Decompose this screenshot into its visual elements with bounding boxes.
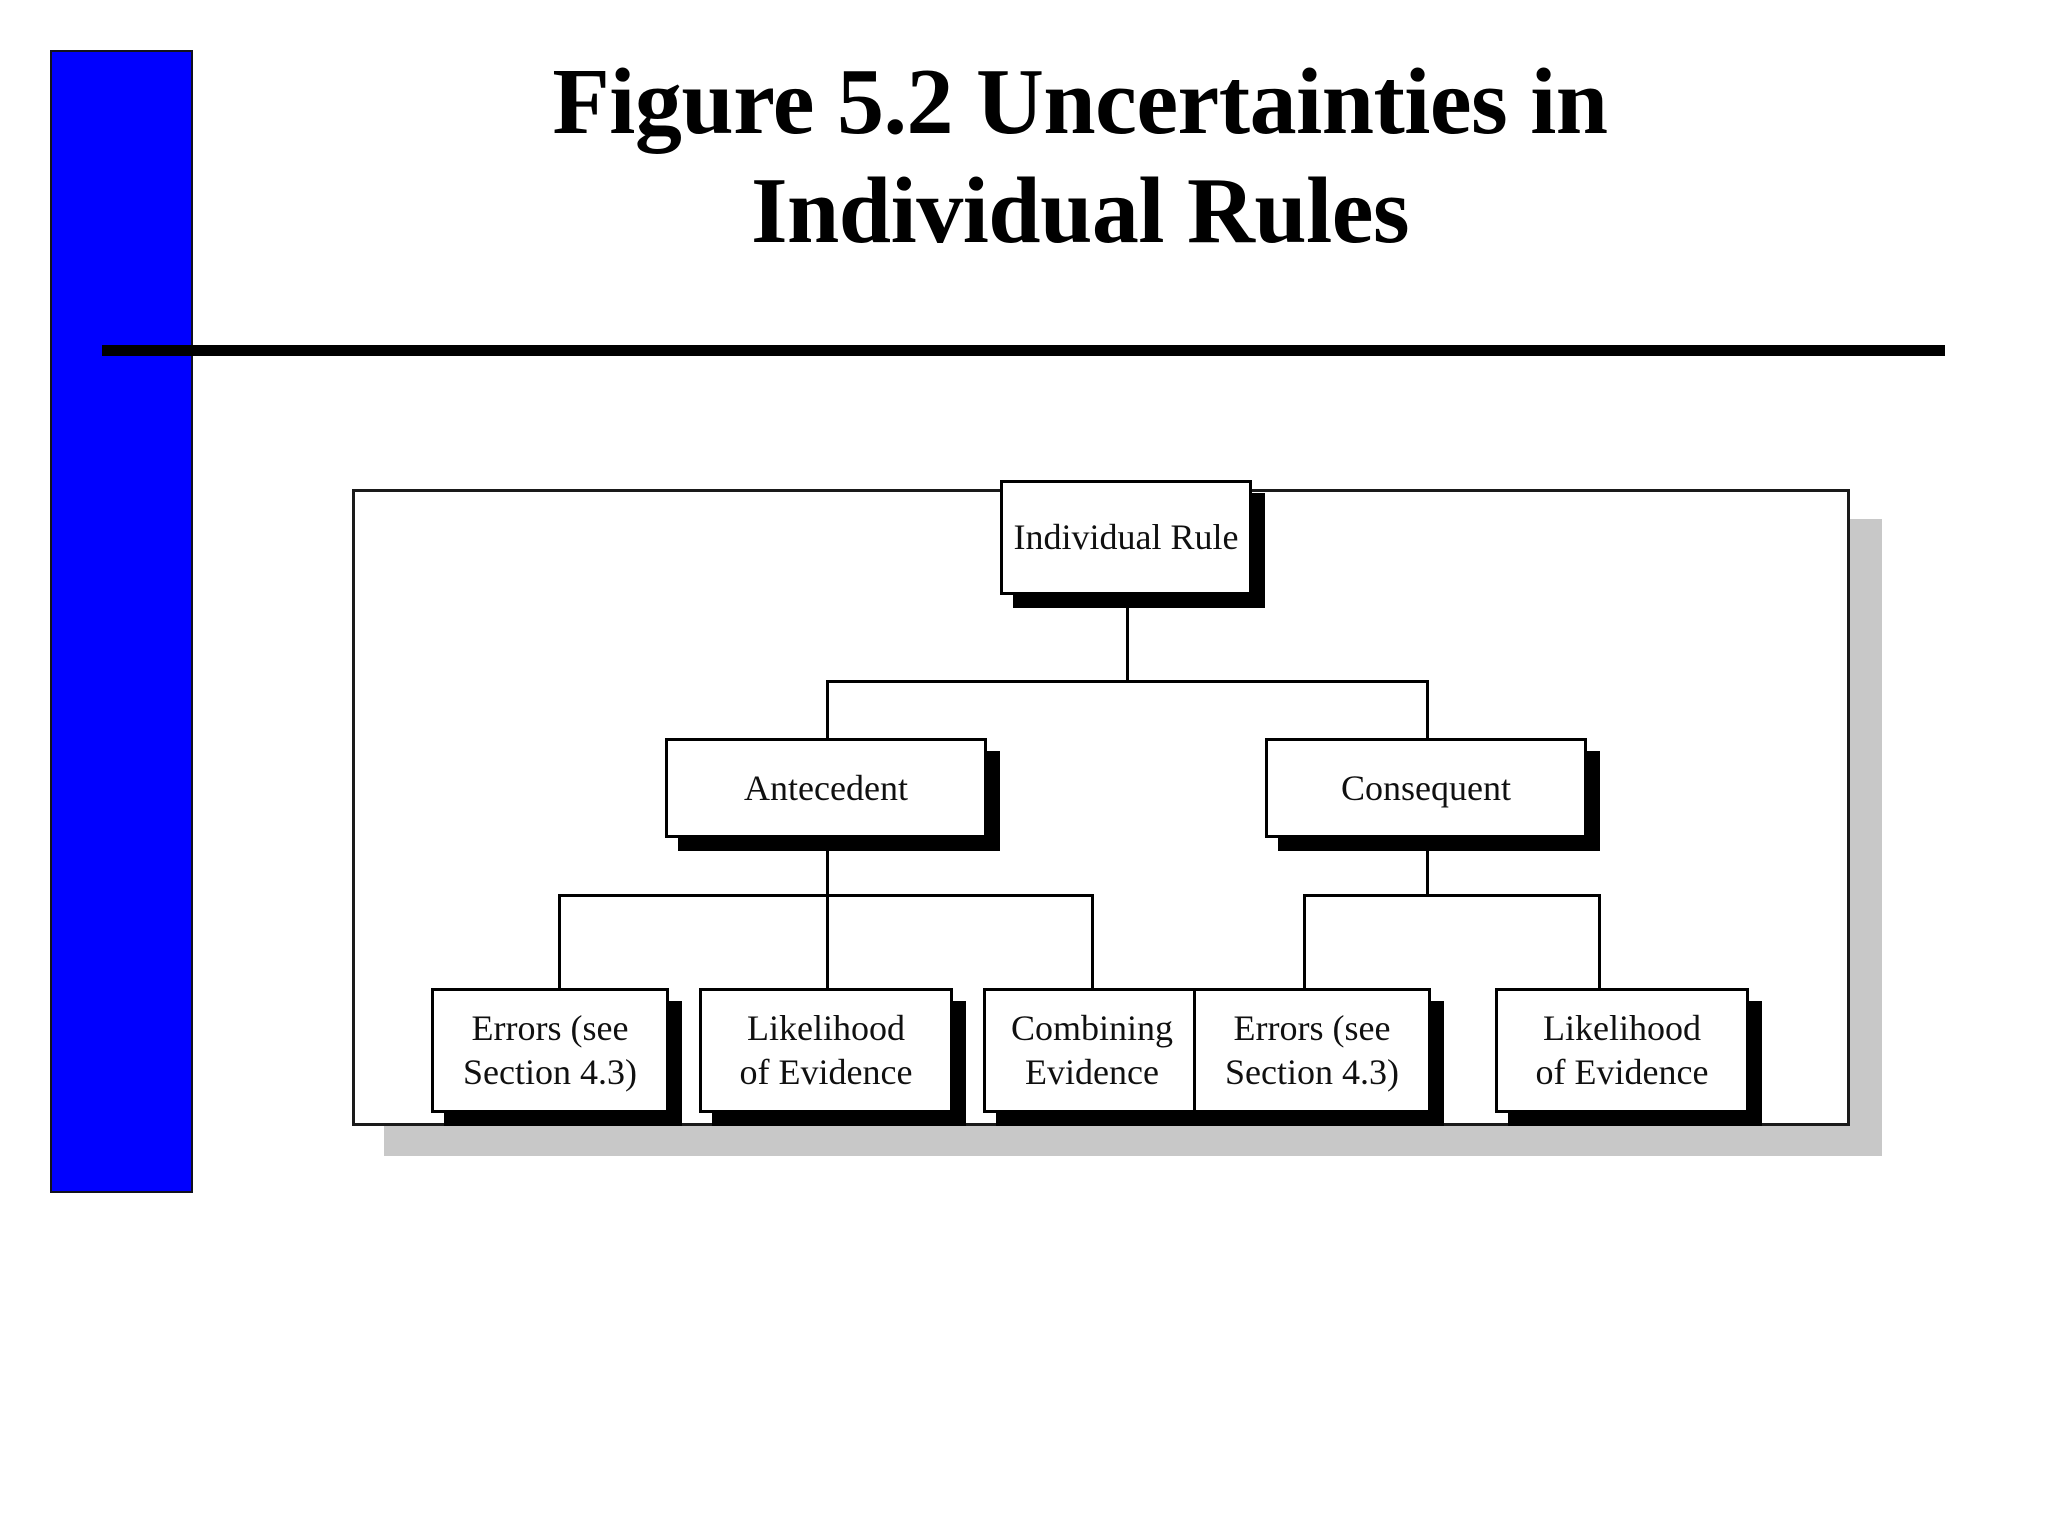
node-label: Likelihood of Evidence xyxy=(739,1008,913,1092)
connector-root-stem xyxy=(1126,595,1129,683)
node-errors-antecedent[interactable]: Errors (see Section 4.3) xyxy=(431,988,682,1126)
node-label: Errors (see Section 4.3) xyxy=(463,1008,637,1092)
diagram-container: Individual Rule Antecedent Consequent Er… xyxy=(352,480,1882,1156)
page-title: Figure 5.2 Uncertainties in Individual R… xyxy=(200,48,1960,266)
node-combining-evidence[interactable]: Combining Evidence xyxy=(983,988,1214,1126)
node-box: Antecedent xyxy=(665,738,987,838)
connector-antecedent-stem xyxy=(826,838,829,896)
node-box: Individual Rule xyxy=(1000,480,1252,595)
node-antecedent[interactable]: Antecedent xyxy=(665,738,1000,851)
node-label: Likelihood of Evidence xyxy=(1535,1008,1709,1092)
connector-to-consequent xyxy=(1426,680,1429,738)
blue-accent-bar xyxy=(50,50,193,1193)
connector-to-likelihood-consequent xyxy=(1598,894,1601,988)
connector-consequent-bar xyxy=(1303,894,1601,897)
node-likelihood-consequent[interactable]: Likelihood of Evidence xyxy=(1495,988,1762,1126)
node-individual-rule[interactable]: Individual Rule xyxy=(1000,480,1265,608)
node-label: Individual Rule xyxy=(1013,517,1239,558)
connector-consequent-stem xyxy=(1426,838,1429,896)
connector-to-errors-consequent xyxy=(1303,894,1306,988)
connector-to-likelihood-antecedent xyxy=(826,894,829,988)
diagram-frame: Individual Rule Antecedent Consequent Er… xyxy=(352,480,1850,1126)
node-box: Errors (see Section 4.3) xyxy=(431,988,669,1113)
connector-level2-bar xyxy=(826,680,1429,683)
node-likelihood-antecedent[interactable]: Likelihood of Evidence xyxy=(699,988,966,1126)
node-label: Errors (see Section 4.3) xyxy=(1225,1008,1399,1092)
node-box: Combining Evidence xyxy=(983,988,1201,1113)
page-title-line-1: Figure 5.2 Uncertainties in xyxy=(552,50,1608,154)
node-label: Consequent xyxy=(1341,767,1511,808)
node-consequent[interactable]: Consequent xyxy=(1265,738,1600,851)
node-label: Combining Evidence xyxy=(1010,1008,1174,1092)
node-box: Errors (see Section 4.3) xyxy=(1193,988,1431,1113)
connector-to-antecedent xyxy=(826,680,829,738)
connector-to-combining-antecedent xyxy=(1091,894,1094,988)
title-divider xyxy=(102,345,1945,356)
node-box: Likelihood of Evidence xyxy=(699,988,953,1113)
page-title-line-2: Individual Rules xyxy=(750,159,1410,264)
node-errors-consequent[interactable]: Errors (see Section 4.3) xyxy=(1193,988,1444,1126)
node-box: Consequent xyxy=(1265,738,1587,838)
node-box: Likelihood of Evidence xyxy=(1495,988,1749,1113)
connector-to-errors-antecedent xyxy=(558,894,561,988)
node-label: Antecedent xyxy=(744,767,908,808)
